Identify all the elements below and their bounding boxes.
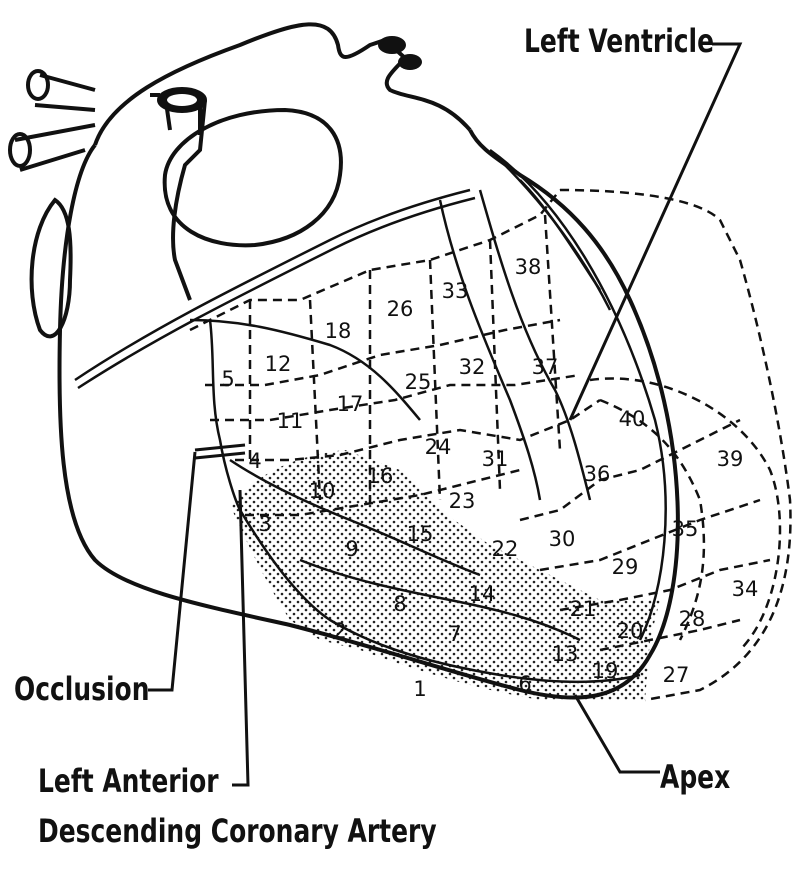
left-ventricle-label: Left Ventricle (524, 22, 714, 60)
occlusion-label: Occlusion (14, 670, 149, 708)
segment-19: 19 (592, 659, 619, 683)
segment-24: 24 (425, 435, 452, 459)
segment-23: 23 (449, 489, 476, 513)
segment-1: 1 (413, 677, 426, 701)
segment-16: 16 (367, 464, 394, 488)
segment-22: 22 (492, 537, 519, 561)
lad-label-line1: Left Anterior (38, 762, 219, 800)
segment-40: 40 (619, 407, 646, 431)
aorta-branch (150, 95, 205, 300)
segment-13: 13 (552, 642, 579, 666)
segment-33: 33 (442, 279, 469, 303)
apex-label: Apex (660, 758, 730, 796)
segment-38: 38 (515, 255, 542, 279)
segment-28: 28 (679, 607, 706, 631)
segment-26: 26 (387, 297, 414, 321)
segment-14: 14 (469, 582, 496, 606)
apex-leader (575, 695, 660, 772)
segment-18: 18 (325, 319, 352, 343)
segment-25: 25 (405, 370, 432, 394)
aorta (95, 24, 470, 145)
segment-7: 7 (448, 622, 461, 646)
segment-37: 37 (532, 355, 559, 379)
segment-30: 30 (549, 527, 576, 551)
segment-36: 36 (584, 462, 611, 486)
segment-20: 20 (617, 619, 644, 643)
segment-34: 34 (732, 577, 759, 601)
segment-39: 39 (717, 447, 744, 471)
segment-2: 2 (333, 619, 346, 643)
segment-6: 6 (518, 672, 531, 696)
segment-11: 11 (277, 409, 304, 433)
segment-29: 29 (612, 555, 639, 579)
segment-8: 8 (393, 592, 406, 616)
segment-21: 21 (570, 597, 597, 621)
lad-label-line2: Descending Coronary Artery (38, 812, 437, 850)
segment-10: 10 (309, 479, 336, 503)
occlusion-mark (195, 445, 245, 458)
segment-9: 9 (345, 537, 358, 561)
segment-5: 5 (221, 367, 234, 391)
segment-27: 27 (663, 663, 690, 687)
segment-17: 17 (337, 392, 364, 416)
segment-12: 12 (265, 352, 292, 376)
segment-3: 3 (258, 512, 271, 536)
segment-15: 15 (407, 522, 434, 546)
segment-4: 4 (248, 449, 261, 473)
segment-32: 32 (459, 355, 486, 379)
segment-31: 31 (482, 447, 509, 471)
occlusion-leader (148, 452, 195, 690)
segment-35: 35 (672, 517, 699, 541)
pulmonary-trunk (165, 110, 341, 245)
